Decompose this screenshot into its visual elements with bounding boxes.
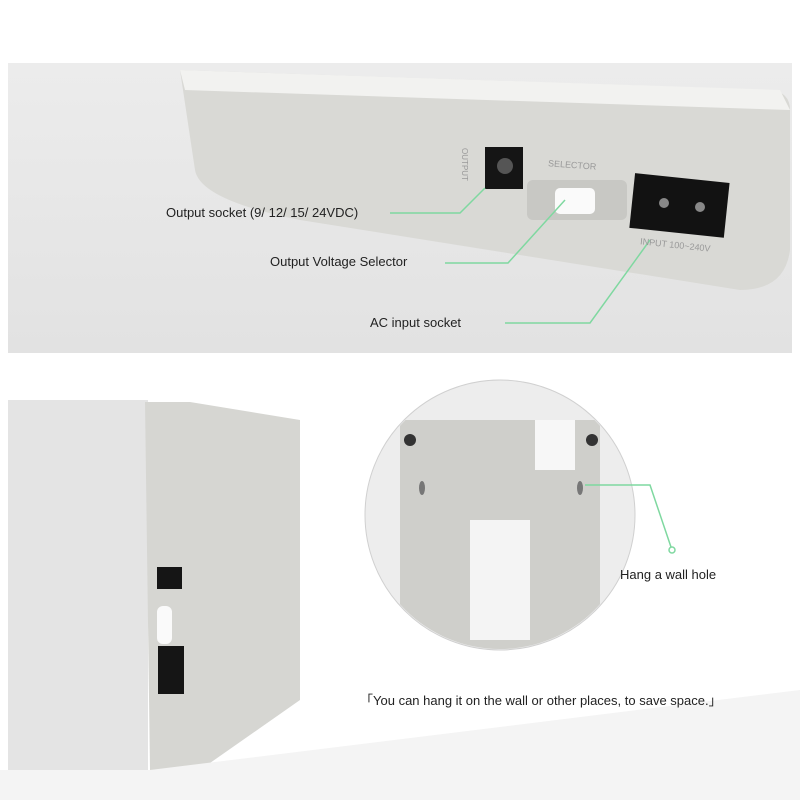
- voltage-selector-switch: [555, 188, 595, 214]
- device-text-output: OUTPUT: [459, 148, 469, 181]
- callout-line-wall-hole: [585, 484, 673, 551]
- wall-hole-right: [577, 481, 583, 495]
- ac-input-socket: [629, 173, 730, 238]
- caption-close-bracket: 」: [708, 693, 722, 708]
- callout-output-voltage-selector: Output Voltage Selector: [270, 254, 408, 269]
- caption-text: You can hang it on the wall or other pla…: [373, 693, 709, 708]
- callout-line-output: [390, 187, 486, 214]
- callout-line-selector: [445, 199, 566, 264]
- side-dc-jack: [157, 567, 182, 589]
- side-selector-switch: [157, 606, 172, 644]
- side-ac-socket: [158, 646, 184, 694]
- callout-line-ac: [505, 239, 651, 324]
- caption-open-bracket: 「: [360, 693, 374, 708]
- callout-output-socket: Output socket (9/ 12/ 15/ 24VDC): [166, 205, 359, 220]
- bottom-caption: 「You can hang it on the wall or other pl…: [360, 690, 722, 709]
- callout-hang-wall-hole: Hang a wall hole: [620, 567, 717, 582]
- wall-hole-left: [419, 481, 425, 495]
- callout-ac-input-socket: AC input socket: [370, 315, 462, 330]
